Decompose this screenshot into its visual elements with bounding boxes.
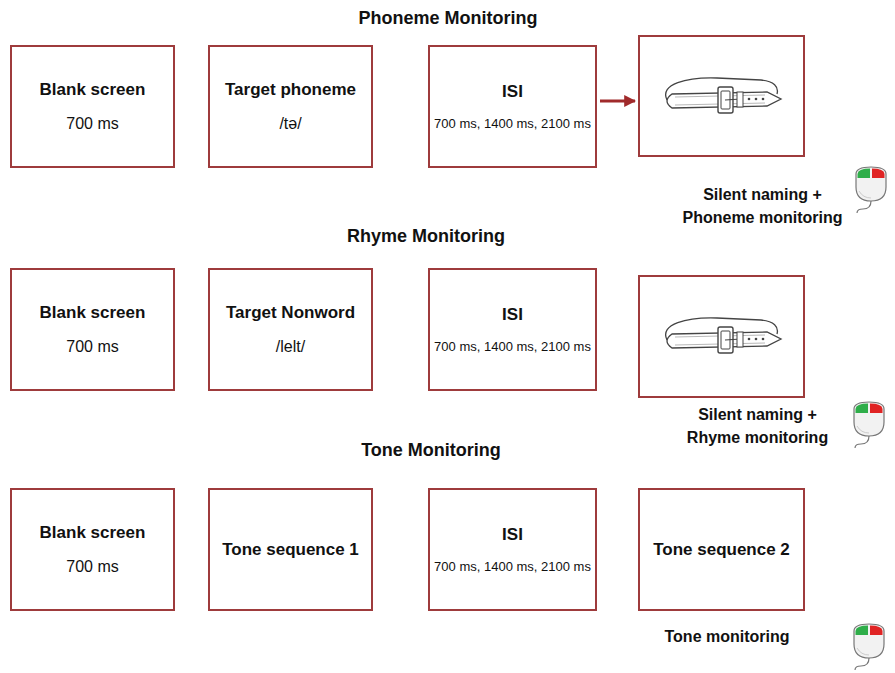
screen-detail: /tə/ (275, 114, 305, 134)
picture-box: Silent naming + Phoneme monitoring (638, 35, 805, 157)
screen-title: ISI (502, 81, 523, 102)
screen-detail: 700 ms (62, 557, 122, 577)
belt-picture (666, 78, 781, 113)
mouse-icon (854, 402, 884, 448)
mouse-icon (854, 624, 884, 670)
screen-title: ISI (502, 304, 523, 325)
screen-title: Target phoneme (225, 79, 356, 100)
section-heading: Tone Monitoring (361, 440, 501, 461)
flow-arrow (600, 100, 635, 103)
screen-box: ISI 700 ms, 1400 ms, 2100 ms (428, 268, 597, 391)
screen-box: Target phoneme/tə/ (208, 45, 373, 168)
screen-box: Blank screen 700 ms (10, 45, 175, 168)
screen-box: Tone sequence 2 (638, 488, 805, 611)
screen-box: ISI 700 ms, 1400 ms, 2100 ms (428, 45, 597, 168)
screen-box: Blank screen 700 ms (10, 268, 175, 391)
screen-detail: 700 ms, 1400 ms, 2100 ms (430, 559, 595, 575)
screen-detail: /lelt/ (272, 337, 309, 357)
screen-title: Tone sequence 2 (653, 539, 790, 560)
screen-title: Blank screen (40, 302, 146, 323)
screen-box: Blank screen 700 ms (10, 488, 175, 611)
screen-title: Blank screen (40, 522, 146, 543)
screen-title: Tone sequence 1 (222, 539, 359, 560)
task-caption: Silent naming + Rhyme monitoring (674, 403, 842, 449)
screen-box: Target Nonword/lelt/ (208, 268, 373, 391)
screen-box: ISI 700 ms, 1400 ms, 2100 ms (428, 488, 597, 611)
screen-title: Blank screen (40, 79, 146, 100)
picture-box: Silent naming + Rhyme monitoring (638, 275, 805, 398)
screen-detail: 700 ms (62, 114, 122, 134)
task-caption: Silent naming + Phoneme monitoring (679, 183, 847, 229)
screen-detail: 700 ms (62, 337, 122, 357)
section-heading: Phoneme Monitoring (359, 8, 538, 29)
screen-box: Tone sequence 1 (208, 488, 373, 611)
section-heading: Rhyme Monitoring (347, 226, 505, 247)
screen-title: Target Nonword (226, 302, 355, 323)
screen-detail: 700 ms, 1400 ms, 2100 ms (430, 116, 595, 132)
belt-picture (666, 318, 781, 353)
task-caption: Tone monitoring (664, 628, 789, 646)
mouse-icon (856, 167, 886, 213)
screen-title: ISI (502, 524, 523, 545)
screen-detail: 700 ms, 1400 ms, 2100 ms (430, 339, 595, 355)
